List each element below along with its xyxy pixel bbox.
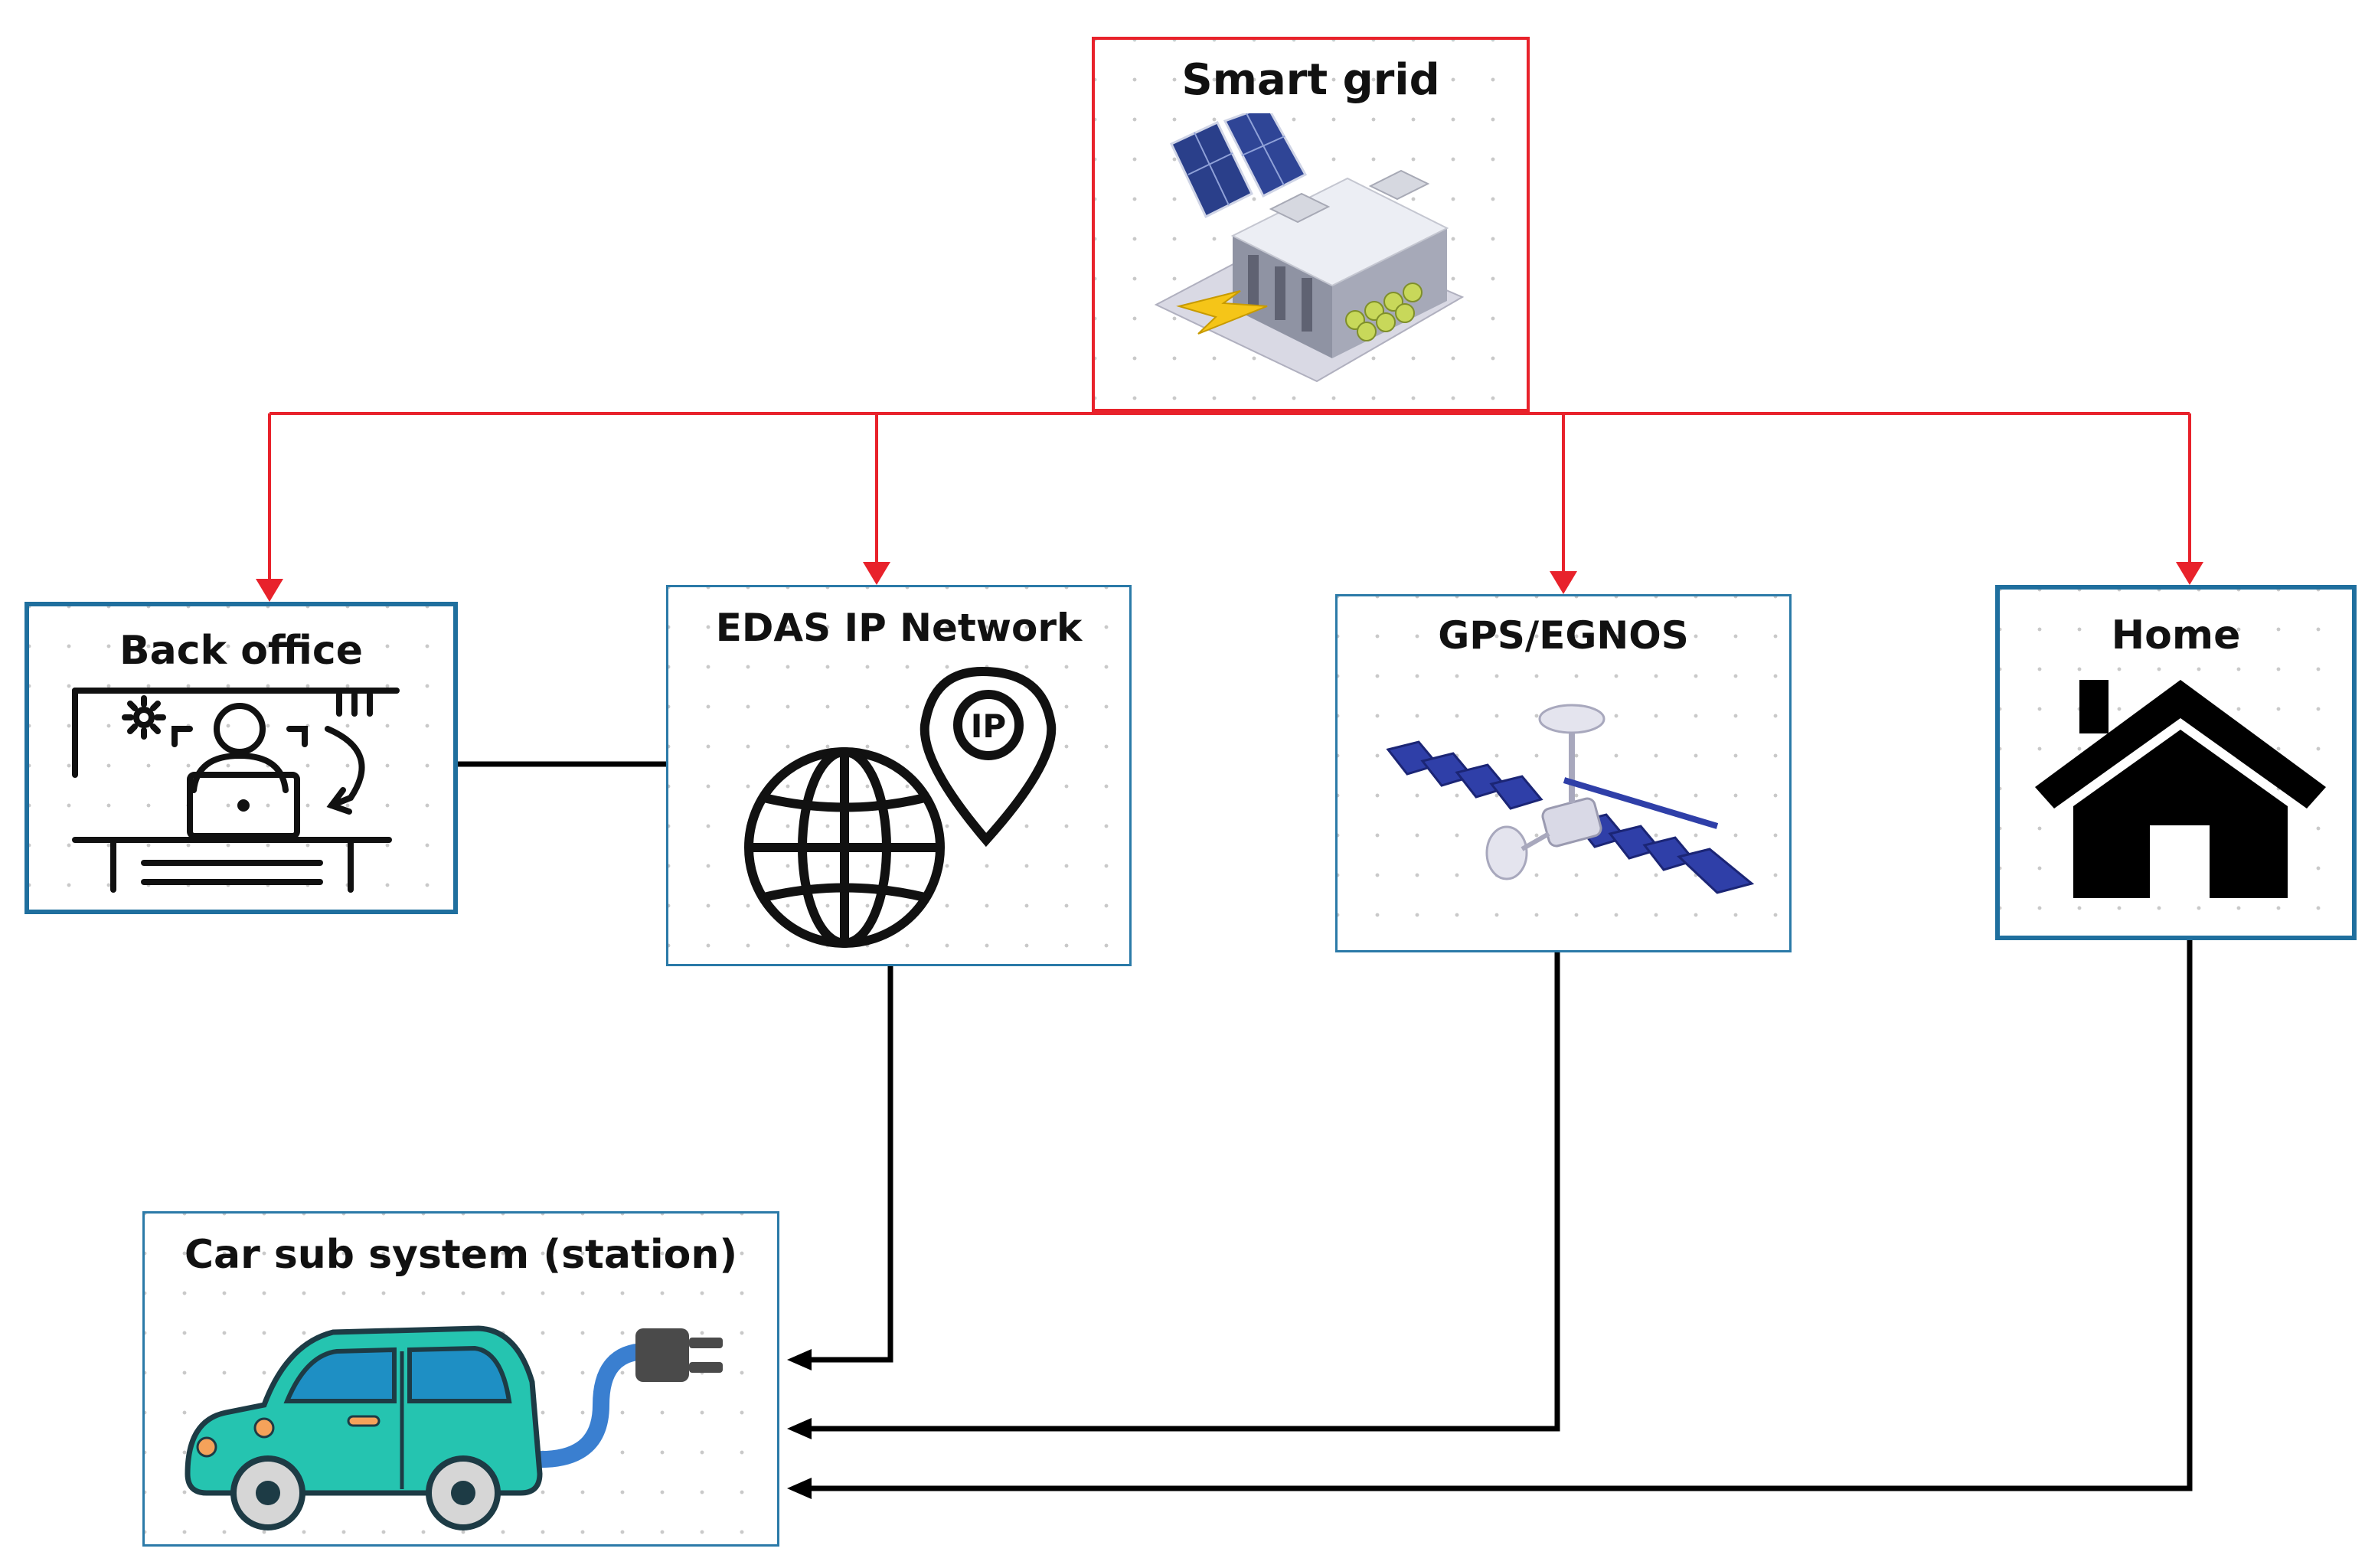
node-smart-grid-label: Smart grid: [1181, 55, 1440, 105]
arrow-gps: [1550, 571, 1577, 594]
node-car-label: Car sub system (station): [184, 1232, 738, 1278]
node-edas-ip-network: EDAS IP Network IP: [666, 585, 1132, 966]
node-back-office: Back office: [24, 602, 458, 914]
house-icon: [2035, 680, 2326, 898]
edge-home-car: [808, 940, 2193, 1491]
node-gps-egnos: GPS/EGNOS: [1335, 594, 1792, 952]
satellite-icon: [1386, 704, 1755, 894]
node-home-label: Home: [2111, 612, 2241, 658]
solar-building-icon: [1154, 113, 1465, 383]
globe-ip-pin-icon: IP: [744, 666, 1057, 948]
edge-edas-car: [808, 966, 893, 1363]
edge-gps-car: [808, 948, 1560, 1432]
node-home: Home: [1995, 585, 2357, 940]
node-car-sub-system: Car sub system (station): [142, 1211, 779, 1547]
office-worker-icon: [72, 688, 400, 893]
arrow-edas: [863, 562, 890, 585]
svg-text:IP: IP: [971, 707, 1006, 745]
electric-car-plug-icon: [185, 1325, 723, 1530]
node-edas-label: EDAS IP Network: [715, 606, 1083, 650]
arrow-home: [2176, 562, 2203, 585]
node-gps-label: GPS/EGNOS: [1438, 613, 1689, 658]
arrow-home-car: [787, 1478, 812, 1499]
arrow-edas-car: [787, 1349, 812, 1370]
arrow-gps-car: [787, 1418, 812, 1439]
arrow-back-office: [256, 579, 283, 602]
node-back-office-label: Back office: [119, 628, 364, 674]
node-smart-grid: Smart grid: [1092, 37, 1530, 412]
